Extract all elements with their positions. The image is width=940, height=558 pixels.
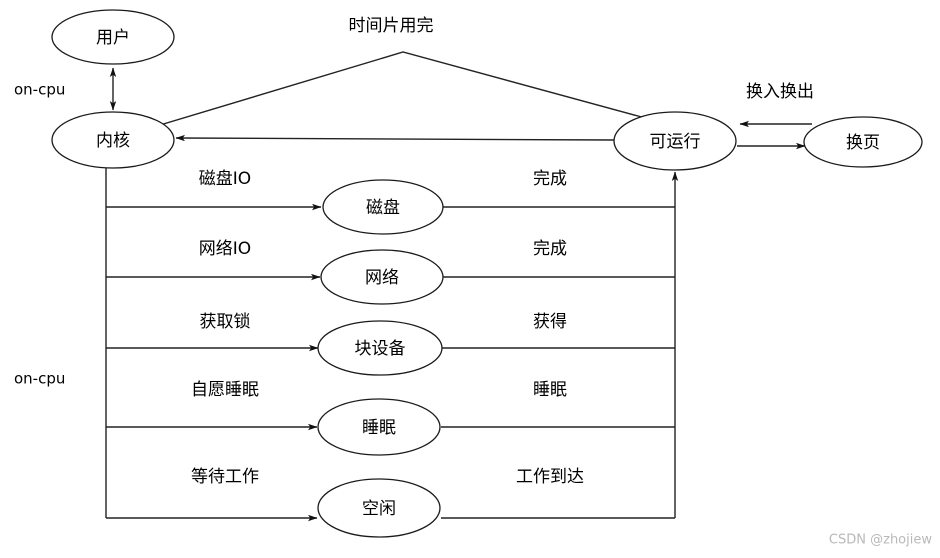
edge-label-net-done: 完成 (533, 239, 567, 259)
node-kernel-label: 内核 (96, 131, 130, 151)
node-sleep-label: 睡眠 (362, 418, 396, 438)
node-idle-shape[interactable] (317, 478, 441, 538)
node-swap-label: 换页 (846, 133, 880, 153)
node-sleep-shape[interactable] (317, 398, 441, 456)
edge-label-wait-work: 等待工作 (191, 467, 259, 487)
node-blockdev-label: 块设备 (355, 339, 406, 359)
node-disk-shape[interactable] (322, 179, 444, 235)
node-user[interactable]: 用户 (51, 9, 175, 65)
node-blockdev-shape[interactable] (317, 320, 443, 376)
node-user-shape[interactable] (51, 9, 175, 65)
node-runnable-label: 可运行 (650, 132, 701, 152)
node-idle[interactable]: 空闲 (317, 478, 441, 538)
edge-label-timeslice: 时间片用完 (349, 16, 434, 36)
node-network-label: 网络 (365, 268, 399, 288)
edge-label-work-arrive: 工作到达 (516, 467, 584, 487)
edge-label-sleep-done: 睡眠 (533, 380, 567, 400)
node-kernel[interactable]: 内核 (51, 111, 175, 169)
node-idle-label: 空闲 (362, 499, 396, 519)
node-disk[interactable]: 磁盘 (322, 179, 444, 235)
node-disk-label: 磁盘 (366, 198, 400, 218)
edge-label-oncpu-top: on-cpu (14, 81, 65, 99)
node-user-label: 用户 (96, 28, 130, 48)
edge-label-disk-done: 完成 (533, 169, 567, 189)
node-blockdev[interactable]: 块设备 (317, 320, 443, 376)
node-runnable-shape[interactable] (613, 111, 737, 171)
node-runnable[interactable]: 可运行 (613, 111, 737, 171)
edge-label-net-io: 网络IO (199, 239, 251, 259)
node-sleep[interactable]: 睡眠 (317, 398, 441, 456)
edge-label-lock-got: 获得 (533, 312, 567, 332)
node-network-shape[interactable] (320, 249, 444, 305)
edge-runnable-to-kernel (175, 134, 615, 142)
edge-label-voluntary-sleep: 自愿睡眠 (191, 380, 259, 400)
edge-label-swap-in-out: 换入换出 (746, 82, 814, 102)
node-swap-shape[interactable] (803, 116, 923, 168)
edge-label-oncpu-bottom: on-cpu (14, 370, 65, 388)
edge-label-get-lock: 获取锁 (200, 312, 251, 332)
watermark: CSDN @zhojiew (829, 533, 932, 548)
node-swap[interactable]: 换页 (803, 116, 923, 168)
edge-timeslice-chevron (149, 51, 661, 129)
node-kernel-shape[interactable] (51, 111, 175, 169)
node-network[interactable]: 网络 (320, 249, 444, 305)
edge-label-disk-io: 磁盘IO (199, 169, 251, 189)
